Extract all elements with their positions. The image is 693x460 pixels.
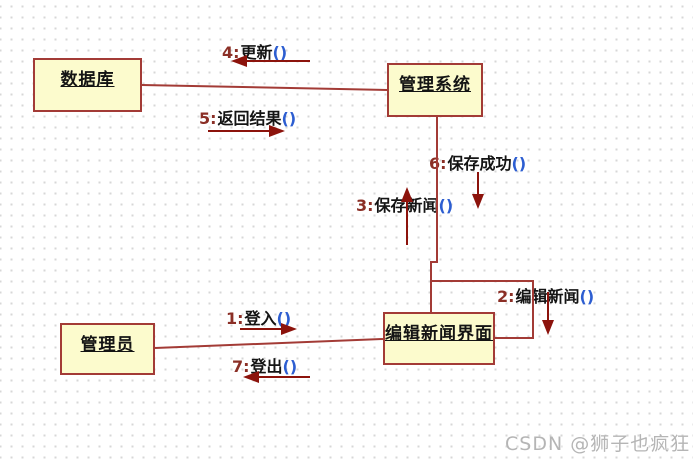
message-parens: () <box>511 154 527 173</box>
message-seq: 3: <box>356 196 374 215</box>
link-admin-interface <box>154 338 384 349</box>
object-management-system: 管理系统 <box>387 63 483 117</box>
message-name: 保存新闻 <box>374 196 439 215</box>
arrow-head-down-icon <box>472 194 484 209</box>
message-name: 返回结果 <box>217 109 282 128</box>
object-label: 管理员 <box>80 335 135 355</box>
message-1-login-label: 1:登入() <box>226 309 291 328</box>
message-seq: 5: <box>199 109 217 128</box>
message-seq: 7: <box>232 357 250 376</box>
link-database-system <box>141 84 389 91</box>
message-seq: 2: <box>497 287 515 306</box>
message-3-save-news-label: 3:保存新闻() <box>356 196 453 215</box>
message-parens: () <box>438 196 454 215</box>
message-parens: () <box>276 309 292 328</box>
message-parens: () <box>282 357 298 376</box>
object-edit-news-interface: 编辑新闻界面 <box>383 312 495 365</box>
object-label: 数据库 <box>60 70 115 90</box>
message-name: 登出 <box>250 357 283 376</box>
message-6-save-success-label: 6:保存成功() <box>429 154 526 173</box>
message-4-update-label: 4:更新() <box>222 43 287 62</box>
message-7-logout-label: 7:登出() <box>232 357 297 376</box>
message-name: 编辑新闻 <box>515 287 580 306</box>
message-parens: () <box>272 43 288 62</box>
watermark-text: CSDN @狮子也疯狂 <box>505 433 691 455</box>
message-seq: 4: <box>222 43 240 62</box>
object-label: 管理系统 <box>399 75 471 95</box>
message-seq: 6: <box>429 154 447 173</box>
message-6-arrow <box>472 172 484 209</box>
message-name: 更新 <box>240 43 273 62</box>
object-administrator: 管理员 <box>60 323 155 375</box>
message-name: 保存成功 <box>447 154 512 173</box>
object-label: 编辑新闻界面 <box>385 324 493 344</box>
message-seq: 1: <box>226 309 244 328</box>
message-5-return-result-label: 5:返回结果() <box>199 109 296 128</box>
message-name: 登入 <box>244 309 277 328</box>
message-2-edit-news-label: 2:编辑新闻() <box>497 287 594 306</box>
message-parens: () <box>281 109 297 128</box>
arrow-head-down-icon <box>542 320 554 335</box>
message-parens: () <box>579 287 595 306</box>
object-database: 数据库 <box>33 58 142 112</box>
